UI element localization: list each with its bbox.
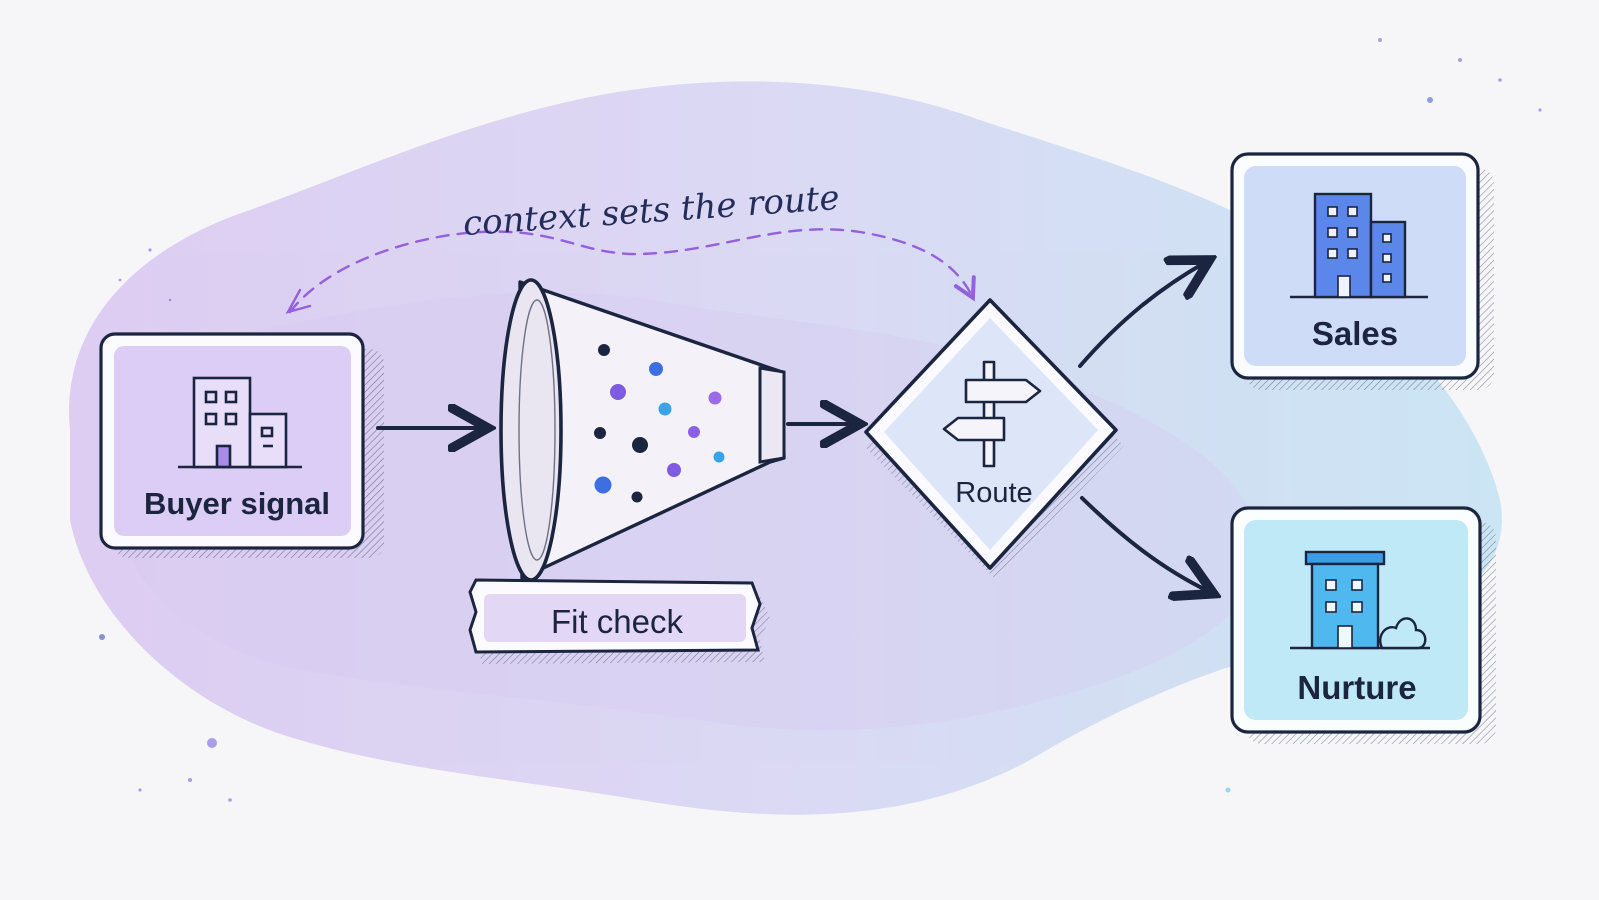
fit-check-node: Fit check [468, 278, 786, 664]
route-node: Route [864, 298, 1124, 578]
sales-node: Sales [1230, 152, 1494, 390]
funnel-icon [499, 278, 786, 582]
sales-label: Sales [1312, 315, 1398, 352]
fit-check-label: Fit check [551, 603, 684, 640]
context-dashed-arrow-start-head [285, 288, 312, 314]
signpost-icon [942, 360, 1042, 468]
route-label: Route [955, 477, 1032, 509]
office-building-icon [178, 376, 302, 469]
nurture-node: Nurture [1230, 506, 1496, 744]
speckles [99, 38, 1542, 802]
arrow-route-to-nurture [1080, 496, 1210, 592]
buyer-signal-node: Buyer signal [99, 332, 384, 558]
house-with-bush-icon [1290, 550, 1430, 650]
office-tower-icon [1290, 192, 1428, 299]
buyer-signal-label: Buyer signal [144, 486, 330, 521]
nurture-label: Nurture [1297, 669, 1416, 706]
arrow-route-to-sales [1078, 262, 1206, 368]
